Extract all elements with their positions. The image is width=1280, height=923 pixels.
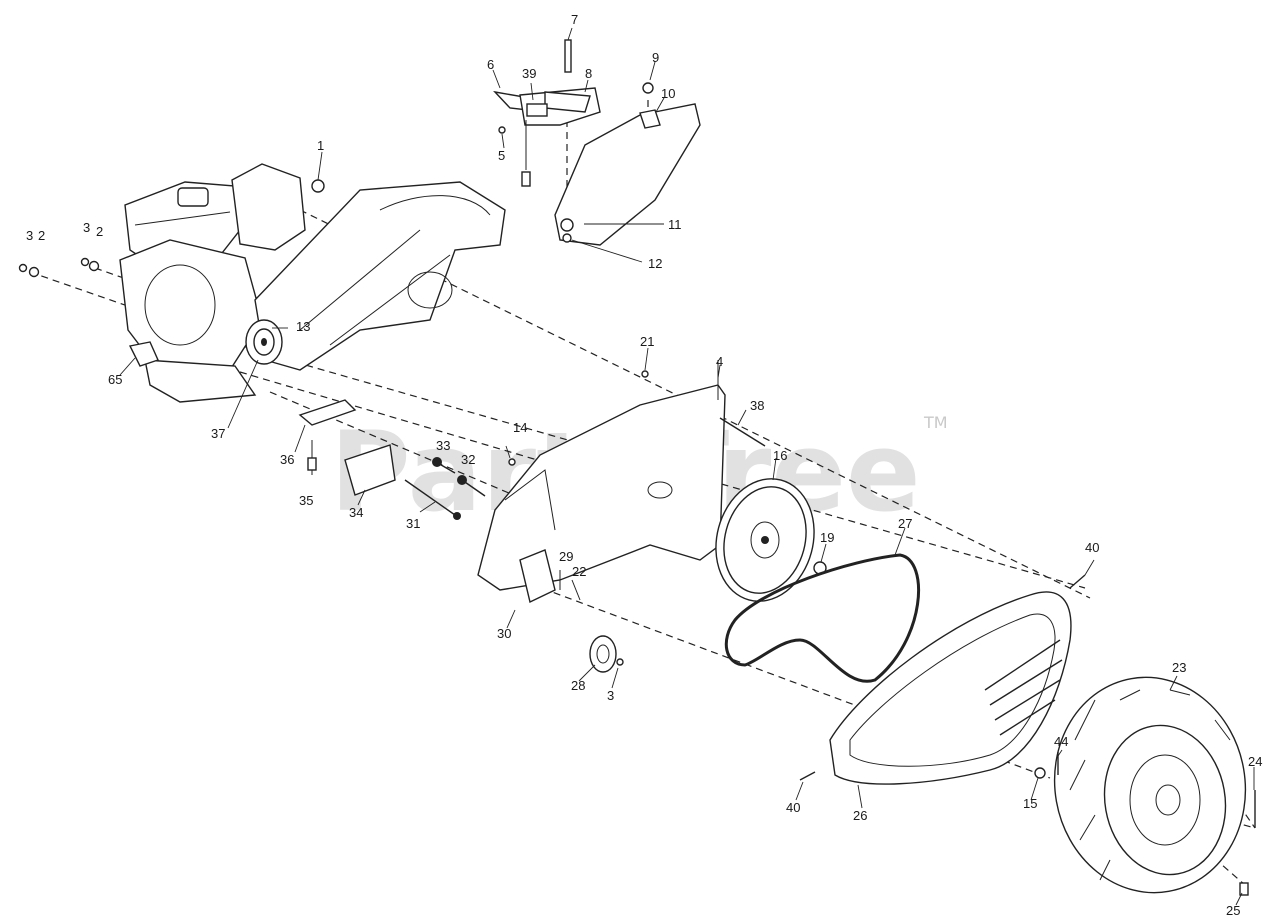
callout-32[interactable]: 32 [461,452,475,467]
part-14[interactable] [508,458,516,466]
callout-36[interactable]: 36 [280,452,294,467]
callout-44[interactable]: 44 [1054,734,1068,749]
callout-40b[interactable]: 40 [786,800,800,815]
callout-30[interactable]: 30 [497,626,511,641]
shield-panel[interactable] [554,82,701,246]
callout-10[interactable]: 10 [661,86,675,101]
callout-38[interactable]: 38 [750,398,764,413]
leader-lines [119,27,1255,906]
callout-5[interactable]: 5 [498,148,505,163]
callout-35[interactable]: 35 [299,493,313,508]
callout-labels: 1 2 2 3 3 3 4 5 6 7 8 9 10 11 12 13 14 1… [26,12,1262,918]
frame-assembly[interactable] [254,181,506,371]
engine-pulley[interactable] [245,319,283,365]
wheel-tire[interactable] [1038,662,1263,908]
bolts-31-32-33[interactable] [404,457,486,520]
callout-12[interactable]: 12 [648,256,662,271]
belt-guard[interactable] [829,591,1072,785]
callout-15[interactable]: 15 [1023,796,1037,811]
callout-27[interactable]: 27 [898,516,912,531]
callout-6[interactable]: 6 [487,57,494,72]
part-25[interactable] [1239,882,1249,896]
callout-3c[interactable]: 3 [607,688,614,703]
callout-1[interactable]: 1 [317,138,324,153]
callout-22[interactable]: 22 [572,564,586,579]
part-35[interactable] [307,457,317,471]
callout-9[interactable]: 9 [652,50,659,65]
watermark-trademark: TM [923,413,948,432]
large-pulley[interactable] [703,468,828,613]
idler-bracket[interactable] [519,549,581,604]
upper-bracket-group[interactable] [493,39,601,187]
callout-14[interactable]: 14 [513,420,527,435]
bolt-38[interactable] [719,417,766,447]
belt-cover-plate[interactable] [477,360,726,591]
callout-19[interactable]: 19 [820,530,834,545]
callout-4[interactable]: 4 [716,354,723,369]
callout-65[interactable]: 65 [108,372,122,387]
callout-3a[interactable]: 3 [26,228,33,243]
idler-pulley[interactable] [589,635,624,673]
screw-40-upper[interactable] [1069,574,1086,589]
callout-26[interactable]: 26 [853,808,867,823]
left-hardware[interactable] [18,257,100,278]
callout-16[interactable]: 16 [773,448,787,463]
part-15[interactable] [1034,767,1046,779]
nut-part-1[interactable] [311,179,325,193]
engine-assembly[interactable] [119,163,306,403]
callout-11[interactable]: 11 [668,217,682,232]
part-21[interactable] [641,370,649,378]
callout-39[interactable]: 39 [522,66,536,81]
callout-40a[interactable]: 40 [1085,540,1099,555]
callout-31[interactable]: 31 [406,516,420,531]
callout-2a[interactable]: 2 [38,228,45,243]
callout-34[interactable]: 34 [349,505,363,520]
drive-belt[interactable] [724,553,920,683]
callout-29[interactable]: 29 [559,549,573,564]
screw-40-lower[interactable] [799,771,816,781]
callout-28[interactable]: 28 [571,678,585,693]
callout-8[interactable]: 8 [585,66,592,81]
bracket-34-36[interactable] [298,399,396,496]
callout-21[interactable]: 21 [640,334,654,349]
callout-23[interactable]: 23 [1172,660,1186,675]
callout-37[interactable]: 37 [211,426,225,441]
callout-25[interactable]: 25 [1226,903,1240,918]
callout-13[interactable]: 13 [296,319,310,334]
callout-24[interactable]: 24 [1248,754,1262,769]
part-65[interactable] [128,341,159,367]
callout-2b[interactable]: 2 [96,224,103,239]
callout-7[interactable]: 7 [571,12,578,27]
callout-3b[interactable]: 3 [83,220,90,235]
callout-33[interactable]: 33 [436,438,450,453]
